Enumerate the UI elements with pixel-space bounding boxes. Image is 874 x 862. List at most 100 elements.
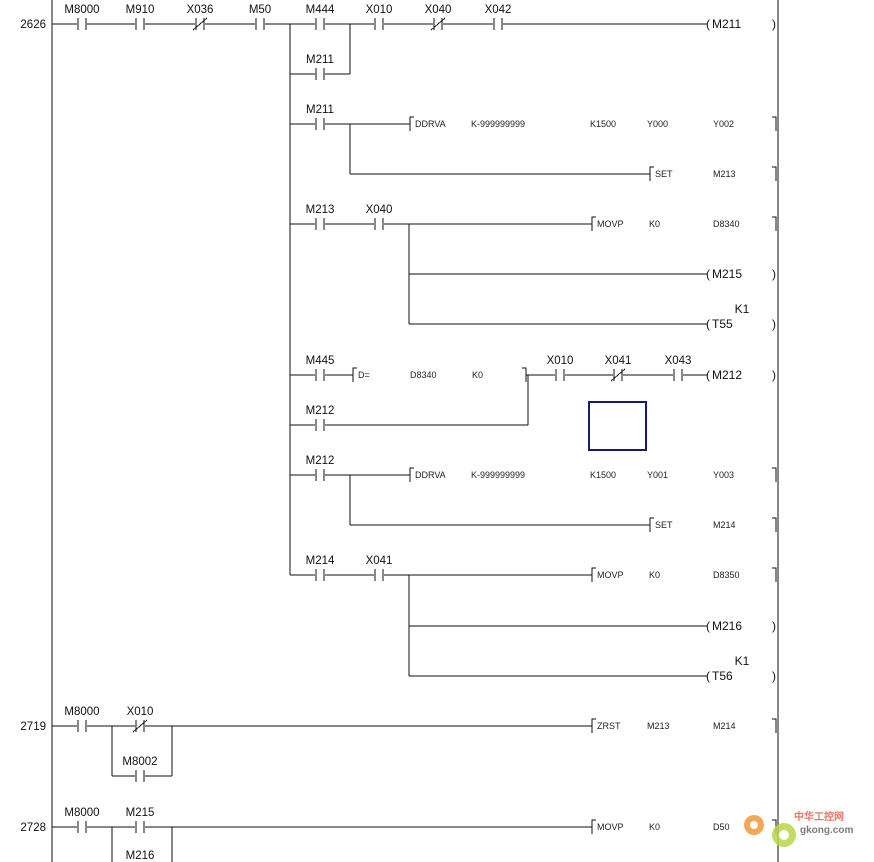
coil-open-paren: (	[706, 17, 710, 31]
no-contact-m444[interactable]: M444	[306, 4, 335, 30]
instruction-op: SET	[655, 520, 673, 530]
contact-label: M8000	[64, 706, 99, 718]
instruction-operand: D50	[713, 822, 730, 832]
svg-text:中华工控网: 中华工控网	[794, 810, 844, 823]
no-contact-x042[interactable]: X042	[485, 4, 512, 30]
no-contact-m214[interactable]: M214	[306, 555, 335, 581]
coil-m212[interactable]: (M212)	[706, 368, 776, 382]
coil-label: M212	[712, 368, 742, 382]
no-contact-m212[interactable]: M212	[306, 455, 335, 481]
coil-open-paren: (	[706, 267, 710, 281]
instruction-operand: K-999999999	[471, 470, 525, 480]
contact-label: M8002	[122, 756, 157, 768]
instruction-operand: Y000	[647, 119, 668, 129]
no-contact-x043[interactable]: X043	[665, 355, 692, 381]
nc-contact-x041[interactable]: X041	[605, 355, 632, 382]
contact-label: X036	[187, 4, 214, 16]
no-contact-m8000[interactable]: M8000	[64, 807, 100, 833]
no-contact-m215[interactable]: M215	[126, 807, 155, 833]
no-contact-m213[interactable]: M213	[306, 204, 335, 230]
contact-label: M445	[306, 355, 335, 367]
instruction-operand: Y001	[647, 470, 668, 480]
coil-open-paren: (	[706, 317, 710, 331]
instruction-operand: K0	[472, 370, 483, 380]
contact-label: M216	[126, 850, 155, 862]
coil-m216[interactable]: (M216)	[706, 619, 776, 633]
no-contact-m8002[interactable]: M8002	[122, 756, 158, 782]
no-contact-m212[interactable]: M212	[306, 405, 335, 431]
coil-open-paren: (	[706, 368, 710, 382]
contact-label: M50	[249, 4, 271, 16]
contact-label: M444	[306, 4, 335, 16]
no-contact-x041[interactable]: X041	[366, 555, 393, 581]
instruction-op: DDRVA	[415, 119, 446, 129]
edit-cursor[interactable]	[588, 401, 647, 451]
coil-label: M211	[712, 17, 741, 31]
contact-label: M211	[306, 104, 334, 116]
coil-m215[interactable]: (M215)	[706, 267, 776, 281]
no-contact-m8000[interactable]: M8000	[64, 706, 100, 732]
coil-close-paren: )	[772, 17, 776, 31]
coil-label: M216	[712, 619, 742, 633]
no-contact-x040[interactable]: X040	[366, 204, 393, 230]
instruction-set[interactable]: SET M213	[649, 166, 777, 181]
contact-label: M215	[126, 807, 155, 819]
coil-close-paren: )	[772, 317, 776, 331]
instruction-operand: M213	[713, 169, 736, 179]
nc-contact-x040[interactable]: X040	[425, 4, 452, 31]
instruction-op: SET	[655, 169, 673, 179]
coil-t56[interactable]: (T56)K1	[706, 654, 776, 683]
contact-label: M212	[306, 405, 335, 417]
coil-m211[interactable]: (M211)	[706, 17, 776, 31]
instruction-op: D=	[358, 370, 370, 380]
nc-contact-x010[interactable]: X010	[127, 706, 154, 733]
nc-contact-x036[interactable]: X036	[187, 4, 214, 31]
instruction-operand: K0	[649, 822, 660, 832]
contact-label: X042	[485, 4, 512, 16]
svg-text:gkong.com: gkong.com	[800, 825, 853, 836]
instruction-op: ZRST	[597, 721, 621, 731]
instruction-op: MOVP	[597, 219, 624, 229]
coil-close-paren: )	[772, 267, 776, 281]
no-contact-x010[interactable]: X010	[547, 355, 574, 381]
contact-label: M211	[306, 54, 334, 66]
contact-label: X041	[366, 555, 393, 567]
coil-setting: K1	[735, 654, 750, 668]
no-contact-m8000[interactable]: M8000	[64, 4, 100, 30]
instruction-op: MOVP	[597, 822, 624, 832]
no-contact-x010[interactable]: X010	[366, 4, 393, 30]
coil-label: M215	[712, 267, 742, 281]
coil-close-paren: )	[772, 368, 776, 382]
coil-t55[interactable]: (T55) K1	[706, 302, 776, 331]
no-contact-m211[interactable]: M211	[306, 54, 334, 80]
contact-label: X041	[605, 355, 632, 367]
instruction-operand: M213	[647, 721, 670, 731]
instruction-operand: D8340	[713, 219, 740, 229]
coil-setting: K1	[735, 302, 750, 316]
step-number: 2719	[20, 721, 46, 733]
coil-label: T56	[712, 669, 733, 683]
no-contact-m211[interactable]: M211	[306, 104, 334, 130]
no-contact-m216[interactable]: M216	[126, 850, 155, 862]
step-number: 2626	[20, 19, 46, 31]
instruction-operand: K1500	[590, 119, 616, 129]
no-contact-m445[interactable]: M445	[306, 355, 335, 381]
contact-label: X010	[366, 4, 393, 16]
instruction-operand: D8350	[713, 570, 740, 580]
no-contact-m50[interactable]: M50	[249, 4, 271, 30]
coil-label: T55	[712, 317, 733, 331]
no-contact-m910[interactable]: M910	[126, 4, 155, 30]
contact-label: X040	[366, 204, 393, 216]
instruction-op: DDRVA	[415, 470, 446, 480]
contact-label: X010	[127, 706, 154, 718]
coil-close-paren: )	[772, 619, 776, 633]
contact-label: X040	[425, 4, 452, 16]
